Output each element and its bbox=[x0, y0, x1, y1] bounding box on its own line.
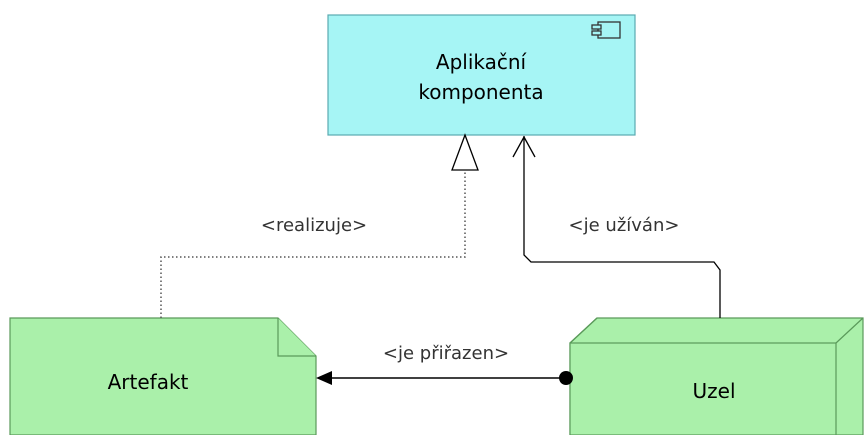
node-box-front bbox=[569, 342, 837, 435]
assignment-label: <je přiřazen> bbox=[383, 343, 509, 364]
application-component-label-line1: Aplikační bbox=[436, 50, 528, 74]
application-component[interactable]: Aplikační komponenta bbox=[327, 14, 636, 136]
assignment-arrowhead bbox=[316, 371, 332, 385]
artifact-label: Artefakt bbox=[108, 370, 189, 394]
serving-label: <je užíván> bbox=[569, 215, 680, 236]
serving-line bbox=[523, 136, 721, 318]
realization-label: <realizuje> bbox=[261, 215, 367, 236]
component-icon bbox=[591, 21, 621, 39]
node-icon bbox=[569, 317, 864, 344]
node-label: Uzel bbox=[693, 379, 736, 403]
realization-arrowhead bbox=[451, 133, 479, 171]
assignment-relation[interactable]: <je přiřazen> bbox=[316, 343, 573, 385]
node[interactable]: Uzel bbox=[569, 317, 864, 435]
artifact-icon bbox=[277, 318, 316, 357]
artifact-box bbox=[9, 317, 317, 435]
realization-line bbox=[160, 170, 466, 318]
application-component-box bbox=[327, 14, 636, 136]
assignment-source-dot bbox=[559, 371, 573, 385]
serving-relation[interactable]: <je užíván> bbox=[512, 135, 721, 318]
serving-arrowhead bbox=[512, 135, 536, 158]
artifact[interactable]: Artefakt bbox=[9, 317, 317, 435]
application-component-label-line2: komponenta bbox=[418, 80, 543, 104]
realization-relation[interactable]: <realizuje> bbox=[160, 133, 479, 318]
